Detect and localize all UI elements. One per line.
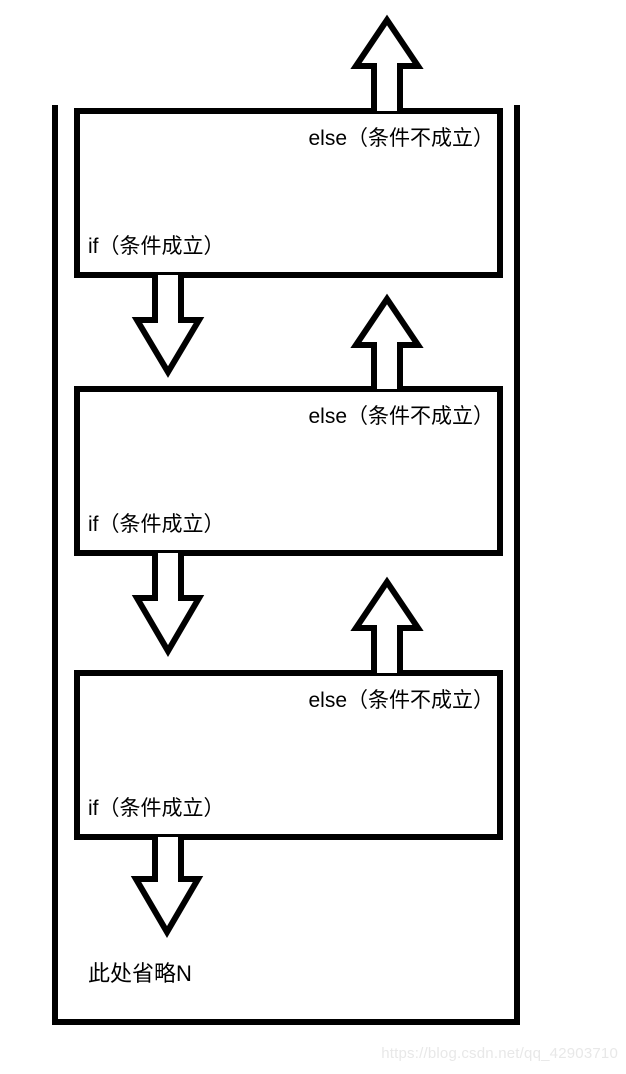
if-block-1-else-label: else（条件不成立） — [308, 127, 494, 150]
if-block-3-rect — [74, 670, 503, 840]
if-block-1-if-label: if（条件成立） — [88, 235, 225, 258]
if-block-3-else-label: else（条件不成立） — [308, 689, 494, 712]
outer-scope-frame — [52, 105, 520, 1025]
ellipsis-note-label: 此处省略N — [88, 961, 192, 986]
if-block-2-else-label: else（条件不成立） — [308, 405, 494, 428]
up-arrow-2 — [350, 293, 424, 389]
if-block-1-rect — [74, 108, 503, 278]
if-block-3-if-label: if（条件成立） — [88, 797, 225, 820]
up-arrow-3 — [350, 576, 424, 673]
if-block-2-rect — [74, 386, 503, 556]
if-block-2-if-label: if（条件成立） — [88, 513, 225, 536]
up-arrow-1 — [350, 14, 424, 111]
csdn-watermark: https://blog.csdn.net/qq_42903710 — [381, 1045, 618, 1062]
down-arrow-1 — [131, 275, 205, 378]
down-arrow-2 — [131, 553, 205, 657]
down-arrow-3 — [130, 837, 204, 938]
